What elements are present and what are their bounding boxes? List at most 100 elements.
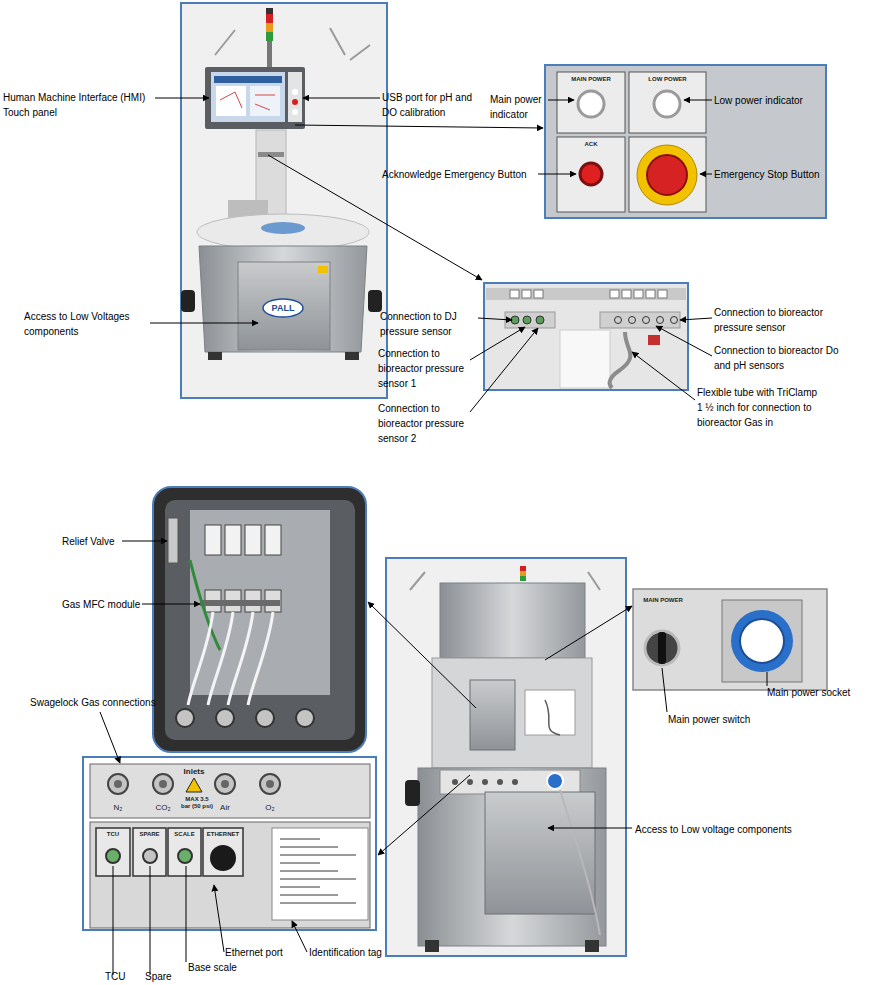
hmi-screen-area xyxy=(250,86,280,116)
panel-connector xyxy=(512,779,518,785)
tcu-connector xyxy=(106,849,120,863)
inset-frame xyxy=(545,65,826,218)
swagelock-fitting xyxy=(176,709,194,727)
connector-panel xyxy=(90,822,370,928)
swagelock-fitting xyxy=(296,709,314,727)
panel-connector xyxy=(452,779,458,785)
leader-line xyxy=(295,125,543,128)
connector-cell xyxy=(203,828,243,876)
leader-line xyxy=(378,775,470,855)
panel-marking: ACK xyxy=(560,141,622,148)
socket-frame xyxy=(722,600,802,682)
sensor-connector xyxy=(511,316,519,324)
panel-connector xyxy=(482,779,488,785)
callout-label: Base scale xyxy=(188,960,268,975)
system-rear-photo xyxy=(386,558,626,956)
mfc-unit xyxy=(245,525,261,555)
column-body xyxy=(560,330,610,388)
leader-line xyxy=(632,352,695,400)
leader-line xyxy=(150,323,258,324)
stack-light-cap xyxy=(266,8,273,14)
panel-connector xyxy=(497,779,503,785)
callout-label: Connection to bioreactor pressure sensor… xyxy=(378,346,473,391)
photo-frame xyxy=(181,3,387,398)
inset-frame xyxy=(153,487,366,752)
panel-button xyxy=(510,290,519,298)
leader-lines xyxy=(100,98,767,975)
top-band xyxy=(486,288,686,300)
power-socket-face xyxy=(740,619,784,663)
stack-light-orange xyxy=(266,23,273,32)
inset-frame xyxy=(484,283,688,390)
connector-plate xyxy=(505,312,555,328)
leader-line xyxy=(548,828,632,829)
flexible-tube xyxy=(610,332,631,388)
leader-line xyxy=(545,606,632,660)
tag-text-line xyxy=(280,854,356,856)
spare-connector xyxy=(143,849,157,863)
pressure-warning: MAX 3.5 bar (50 psi) xyxy=(180,796,214,810)
panel-button xyxy=(634,290,643,298)
callout-label: USB port for pH and DO calibration xyxy=(382,90,477,120)
swagelock-fitting xyxy=(216,709,234,727)
panel-marking: MAIN POWER xyxy=(560,76,622,83)
bracket-pole xyxy=(350,45,370,60)
bracket-pole xyxy=(410,572,425,590)
swagelock-bore xyxy=(221,780,229,788)
middle-housing xyxy=(432,658,592,768)
leader-line xyxy=(548,100,574,101)
hmi-diagram-lines xyxy=(220,92,275,110)
tag-text-line xyxy=(280,846,338,848)
bioreactor-port xyxy=(261,222,305,234)
identification-tag xyxy=(272,828,368,920)
panel-button xyxy=(534,290,543,298)
tag-text-line xyxy=(280,838,320,840)
leader-line xyxy=(767,672,768,686)
din-rail xyxy=(200,600,280,606)
stack-light-green xyxy=(266,32,273,41)
swagelock-bore xyxy=(266,780,274,788)
mfc-unit xyxy=(225,525,241,555)
keypad-button xyxy=(292,109,298,115)
gas-marking: CO₂ xyxy=(150,803,176,812)
panel-marking: TCU xyxy=(97,831,129,838)
callout-label: Low power indicator xyxy=(714,93,834,108)
cabinet-door xyxy=(470,680,515,750)
main-power-inset xyxy=(633,589,827,690)
wheel xyxy=(425,940,439,952)
gas-tube xyxy=(208,612,233,705)
side-handle xyxy=(368,290,382,312)
bracket-pole xyxy=(588,572,600,590)
panel-marking: SCALE xyxy=(169,831,200,838)
top-housing xyxy=(440,583,585,658)
tag-text-line xyxy=(280,902,356,904)
leader-line xyxy=(155,98,209,99)
callout-label: Swagelock Gas connections xyxy=(30,695,180,710)
callout-label: Human Machine Interface (HMI) Touch pane… xyxy=(3,90,158,120)
connector-plate xyxy=(600,312,680,328)
panel-button xyxy=(522,290,531,298)
leader-line xyxy=(662,668,667,712)
scale-connector xyxy=(178,849,192,863)
callout-label: Connection to bioreactor pressure sensor… xyxy=(378,401,473,446)
relief-valve xyxy=(168,518,178,563)
power-socket xyxy=(547,773,563,789)
swagelock-fitting xyxy=(256,709,274,727)
access-door xyxy=(238,262,330,350)
leader-line xyxy=(470,327,525,360)
leader-line xyxy=(684,100,712,101)
sensor-connector xyxy=(629,317,636,324)
gas-marking: N₂ xyxy=(105,803,131,812)
hmi-keypad xyxy=(288,72,302,122)
gas-tube xyxy=(248,612,273,705)
stack-light-orange xyxy=(520,571,526,576)
callout-label: Connection to DJ pressure sensor xyxy=(380,309,475,339)
swagelock-inlet xyxy=(215,774,235,794)
gas-cabinet-inset xyxy=(153,487,366,752)
leader-line xyxy=(680,318,712,320)
bracket-pole xyxy=(330,28,345,55)
keypad-button xyxy=(292,89,298,95)
emergency-ring xyxy=(637,145,697,205)
lower-cabinet xyxy=(418,768,606,946)
